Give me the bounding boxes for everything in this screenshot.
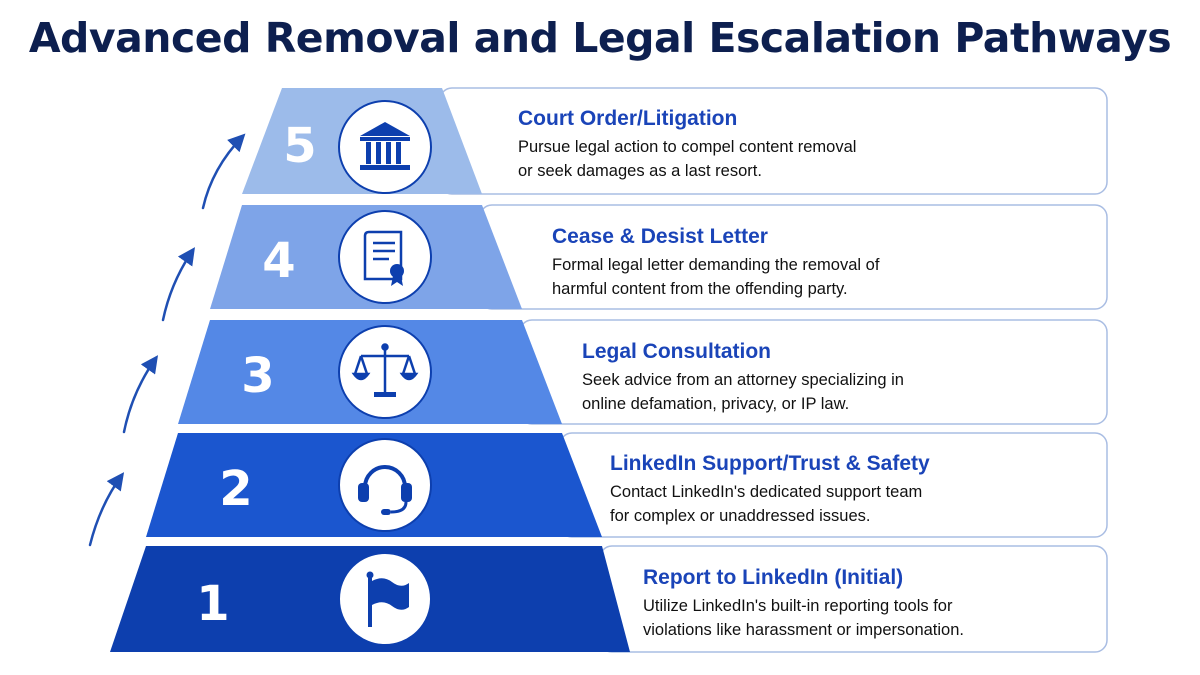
level-title: Report to LinkedIn (Initial) (643, 566, 903, 589)
pyramid-level-3: 3 Legal Consultation Seek advice from an… (178, 319, 1108, 425)
escalation-arrows (88, 133, 246, 547)
level-description-line2: harmful content from the offending party… (552, 280, 848, 298)
level-title: Legal Consultation (582, 340, 771, 363)
level-description-line1: Pursue legal action to compel content re… (518, 138, 856, 156)
pyramid-level-5: 5 Court Order/Litigation Pursue legal ac… (242, 87, 1108, 195)
pyramid-level-1: 1 Report to LinkedIn (Initial) Utilize L… (110, 545, 1108, 653)
page-title: Advanced Removal and Legal Escalation Pa… (28, 14, 1172, 62)
level-number: 1 (196, 576, 229, 632)
level-description-line1: Formal legal letter demanding the remova… (552, 256, 880, 274)
level-icon-circle (338, 438, 432, 532)
arrow-icon (161, 247, 195, 322)
flag-icon (366, 571, 409, 627)
level-number: 3 (241, 348, 274, 404)
pyramid-level-2: 2 LinkedIn Support/Trust & Safety Contac… (146, 432, 1108, 538)
arrow-icon (122, 355, 159, 434)
scales-icon (351, 343, 419, 397)
headset-icon (358, 465, 412, 515)
level-number: 4 (262, 233, 295, 289)
level-description-line2: online defamation, privacy, or IP law. (582, 395, 849, 413)
courthouse-icon (360, 122, 410, 170)
level-icon-circle (338, 210, 432, 304)
level-title: LinkedIn Support/Trust & Safety (610, 452, 930, 475)
level-description-line1: Seek advice from an attorney specializin… (582, 371, 904, 389)
level-description-line1: Contact LinkedIn's dedicated support tea… (610, 483, 922, 501)
level-icon-circle (338, 100, 432, 194)
level-number: 5 (283, 118, 316, 174)
level-description-line2: for complex or unaddressed issues. (610, 507, 870, 525)
level-description-line1: Utilize LinkedIn's built-in reporting to… (643, 597, 953, 615)
level-title: Court Order/Litigation (518, 107, 737, 130)
arrow-icon (88, 472, 125, 547)
pyramid-level-4: 4 Cease & Desist Letter Formal legal let… (210, 204, 1108, 310)
level-description-line2: or seek damages as a last resort. (518, 162, 762, 180)
level-description-line2: violations like harassment or impersonat… (643, 621, 964, 639)
level-number: 2 (219, 461, 252, 517)
arrow-icon (201, 133, 246, 210)
document-seal-icon (363, 230, 404, 286)
level-title: Cease & Desist Letter (552, 225, 768, 248)
